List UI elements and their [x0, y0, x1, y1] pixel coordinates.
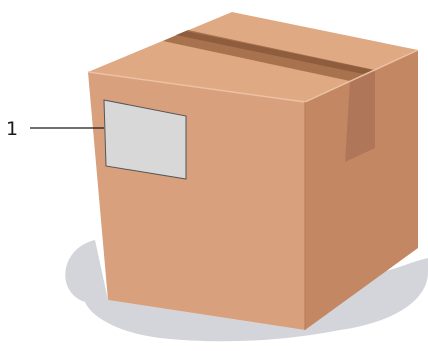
- callout-label-1: 1: [6, 118, 18, 140]
